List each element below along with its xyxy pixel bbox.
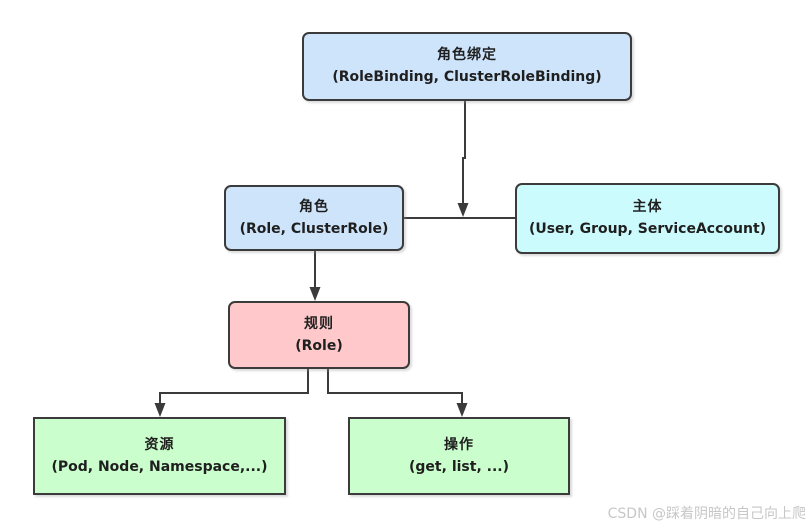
node-role-binding-subtitle: (RoleBinding, ClusterRoleBinding) bbox=[332, 69, 602, 85]
node-resource: 资源 (Pod, Node, Namespace,...) bbox=[33, 417, 286, 495]
node-role-subtitle: (Role, ClusterRole) bbox=[239, 220, 389, 237]
arrowhead-to-resource bbox=[154, 403, 166, 417]
node-subject-title: 主体 bbox=[632, 199, 663, 216]
node-subject: 主体 (User, Group, ServiceAccount) bbox=[515, 183, 780, 254]
edge-rolebinding-to-pair bbox=[462, 101, 466, 213]
node-role-binding-title: 角色绑定 bbox=[437, 47, 497, 64]
node-rule: 规则 (Role) bbox=[228, 301, 410, 369]
node-verb-title: 操作 bbox=[444, 436, 474, 453]
edge-rule-to-resource bbox=[159, 369, 309, 413]
node-verb: 操作 (get, list, ...) bbox=[348, 417, 570, 495]
edge-rule-to-verb bbox=[327, 369, 463, 413]
node-subject-subtitle: (User, Group, ServiceAccount) bbox=[528, 221, 767, 237]
node-role: 角色 (Role, ClusterRole) bbox=[224, 185, 404, 251]
arrowhead-to-pair bbox=[457, 203, 469, 217]
node-resource-subtitle: (Pod, Node, Namespace,...) bbox=[51, 458, 268, 475]
node-rule-subtitle: (Role) bbox=[295, 337, 343, 354]
arrowhead-to-rule bbox=[309, 287, 321, 301]
node-verb-subtitle: (get, list, ...) bbox=[409, 458, 509, 475]
arrowhead-to-verb bbox=[456, 403, 468, 417]
node-rule-title: 规则 bbox=[304, 315, 334, 332]
csdn-watermark: CSDN @踩着阴暗的自己向上爬 bbox=[607, 506, 806, 522]
node-role-title: 角色 bbox=[299, 198, 329, 215]
node-role-binding: 角色绑定 (RoleBinding, ClusterRoleBinding) bbox=[302, 32, 632, 101]
node-resource-title: 资源 bbox=[144, 436, 175, 453]
